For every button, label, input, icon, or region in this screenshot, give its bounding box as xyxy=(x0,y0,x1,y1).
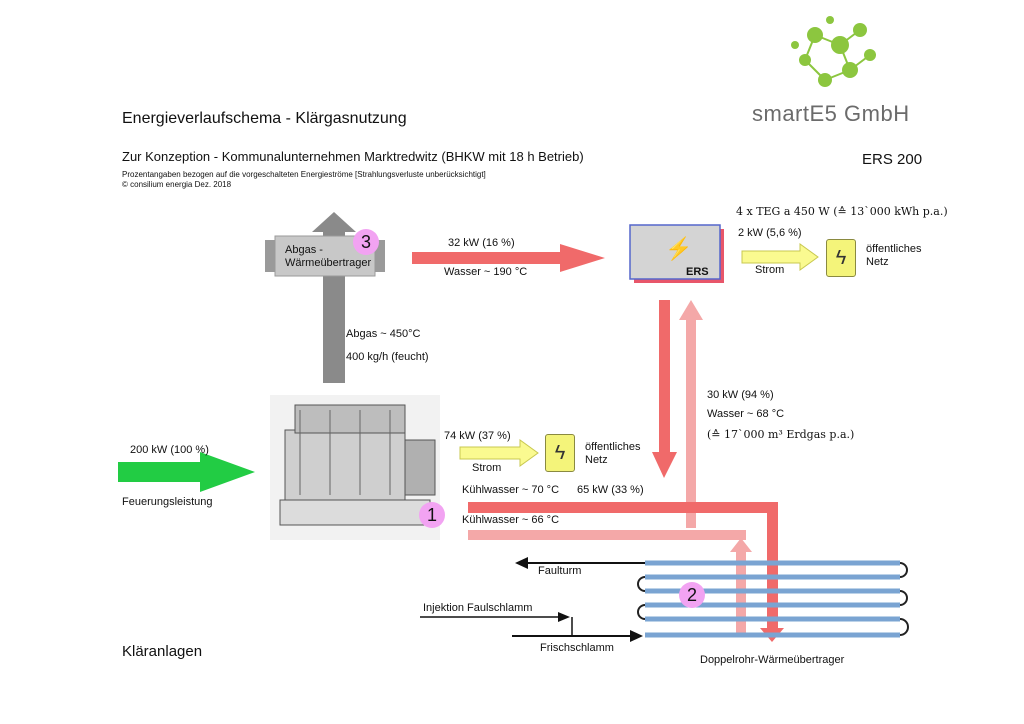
teg-label: 4 x TEG a 450 W (≙ 13`000 kWh p.a.) xyxy=(736,205,948,218)
strom-label-ers: Strom xyxy=(755,264,785,276)
return-temp-label: Wasser ~ 68 °C xyxy=(707,408,785,420)
badge-2: 2 xyxy=(679,582,705,608)
arrow-ers-strom xyxy=(741,243,819,271)
note-percent: Prozentangaben bezogen auf die vorgescha… xyxy=(122,170,486,179)
frischschlamm-label: Frischschlamm xyxy=(540,642,614,654)
bolt-icon: ⚡ xyxy=(665,236,693,261)
ers-down-pipe xyxy=(659,300,670,455)
note-copyright: © consilium energia Dez. 2018 xyxy=(122,180,232,189)
ers-return-arrow xyxy=(679,300,703,320)
exhaust-arrow-head xyxy=(312,212,356,232)
badge-3: 3 xyxy=(353,229,379,255)
abgas-mass-label: 400 kg/h (feucht) xyxy=(346,351,429,363)
fuel-arrow xyxy=(118,452,255,492)
coolant-hot-pipe xyxy=(468,502,778,513)
fuel-label: Feuerungsleistung xyxy=(122,496,213,508)
coolant-hot-label: Kühlwasser ~ 70 °C xyxy=(462,484,560,496)
coolant-cold-pipe xyxy=(468,530,746,540)
faulturm-arrow xyxy=(515,557,528,569)
faulturm-label: Faulturm xyxy=(538,565,582,577)
ers-box xyxy=(629,224,721,280)
strom-label-bhkw: Strom xyxy=(472,462,502,474)
gas-equiv-label: (≙ 17`000 m³ Erdgas p.a.) xyxy=(707,428,855,441)
return-kw-label: 30 kW (94 %) xyxy=(707,389,774,401)
water-ers-temp-label: Wasser ~ 190 °C xyxy=(444,266,528,278)
klaeranlagen-label: Kläranlagen xyxy=(122,643,203,660)
injektion-arrow xyxy=(558,612,570,622)
netz-label-ers: öffentliches Netz xyxy=(866,243,922,268)
arrow-bhkw-strom xyxy=(459,439,539,467)
coolant-cold-label: Kühlwasser ~ 66 °C xyxy=(462,514,560,526)
arrow-to-ers xyxy=(412,244,605,272)
coolant-cold-arrow xyxy=(730,538,752,552)
engine-image xyxy=(270,395,440,540)
page-subtitle: Zur Konzeption - Kommunalunternehmen Mar… xyxy=(122,149,584,164)
abgas-temp-label: Abgas ~ 450°C xyxy=(346,328,421,340)
company-name: smartE5 GmbH xyxy=(752,101,910,126)
badge-1: 1 xyxy=(419,502,445,528)
netz-label-bhkw: öffentliches Netz xyxy=(585,441,641,466)
logo-molecule xyxy=(791,16,876,87)
ers-box-label: ERS xyxy=(686,266,709,278)
fuel-kw-label: 200 kW (100 %) xyxy=(130,444,209,456)
bolt-icon: ϟ xyxy=(826,239,856,277)
injektion-label: Injektion Faulschlamm xyxy=(423,602,533,614)
ers-model-label: ERS 200 xyxy=(862,151,923,168)
ers-power-label: 2 kW (5,6 %) xyxy=(738,227,802,239)
bolt-icon: ϟ xyxy=(545,434,575,472)
bhkw-power-label: 74 kW (37 %) xyxy=(444,430,511,442)
water-ers-kw-label: 32 kW (16 %) xyxy=(448,237,515,249)
ers-down-arrow xyxy=(652,452,677,478)
page-title: Energieverlaufschema - Klärgasnutzung xyxy=(122,110,407,127)
coolant-hot-kw-label: 65 kW (33 %) xyxy=(577,484,644,496)
coolant-hot-down xyxy=(767,502,778,632)
abgas-wt-label: Abgas - Wärmeübertrager xyxy=(285,244,372,269)
frischschlamm-arrow xyxy=(630,630,643,642)
ers-return-pipe xyxy=(686,318,696,528)
doppelrohr-label: Doppelrohr-Wärmeübertrager xyxy=(700,654,845,666)
